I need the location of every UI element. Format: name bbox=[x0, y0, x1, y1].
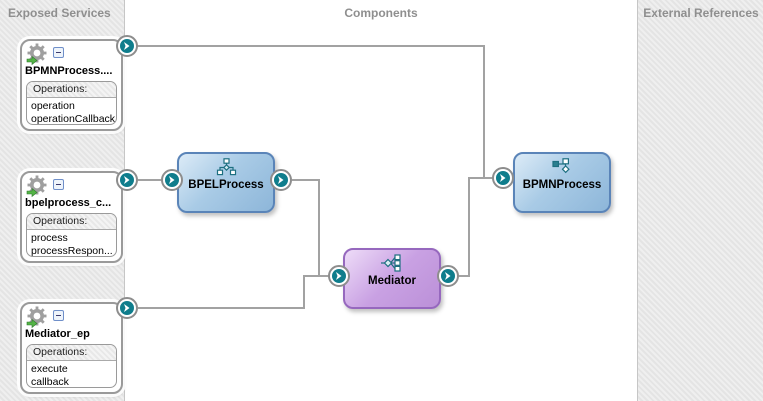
wire-service1-to-bpmn[interactable] bbox=[483, 45, 485, 179]
service-bpelprocess-client[interactable]: bpelprocess_c... Operations: process pro… bbox=[20, 171, 123, 263]
operations-label: Operations: bbox=[27, 214, 116, 230]
component-bpmnprocess[interactable]: BPMNProcess bbox=[513, 152, 611, 213]
bpmn-process-flow-icon bbox=[552, 158, 572, 176]
service-bpmnprocess[interactable]: BPMNProcess.... Operations: operation op… bbox=[20, 39, 123, 131]
service-gear-icon bbox=[26, 306, 50, 334]
bpmn-in-connector chevron-right-icon[interactable] bbox=[492, 167, 514, 189]
service-gear-icon bbox=[26, 43, 50, 71]
wire-bpel-to-mediator[interactable] bbox=[318, 179, 320, 277]
service-mediator-ep[interactable]: Mediator_ep Operations: execute callback bbox=[20, 302, 123, 394]
collapse-minus-icon[interactable] bbox=[53, 179, 64, 190]
operation-item[interactable]: operationCallback bbox=[31, 113, 116, 125]
component-label: Mediator bbox=[368, 275, 416, 287]
wire-service1-to-bpmn[interactable] bbox=[134, 45, 485, 47]
operation-item[interactable]: execute bbox=[31, 363, 68, 375]
operations-panel: Operations: process processRespon... bbox=[26, 213, 117, 257]
bpel-in-connector chevron-right-icon[interactable] bbox=[161, 169, 183, 191]
service-title: Mediator_ep bbox=[25, 328, 90, 340]
operation-item[interactable]: operation bbox=[31, 100, 75, 112]
external-references-header: External References bbox=[643, 6, 759, 20]
service-title: BPMNProcess.... bbox=[25, 65, 113, 77]
wire-into-bpmn-in[interactable] bbox=[468, 177, 503, 179]
wire-mediator-to-bpmn[interactable] bbox=[468, 177, 470, 277]
wire-mediator-to-bpmn[interactable] bbox=[459, 275, 470, 277]
bpel-process-tree-icon bbox=[216, 158, 237, 176]
components-header: Components bbox=[344, 6, 418, 20]
wire-bpel-to-mediator[interactable] bbox=[292, 179, 320, 181]
service3-out-connector chevron-right-icon[interactable] bbox=[116, 297, 138, 319]
mediator-in-connector chevron-right-icon[interactable] bbox=[328, 265, 350, 287]
external-references-lane: External References bbox=[637, 0, 763, 401]
wire-service3-to-mediator[interactable] bbox=[303, 275, 305, 309]
service2-out-connector chevron-right-icon[interactable] bbox=[116, 169, 138, 191]
operations-panel: Operations: operation operationCallback bbox=[26, 81, 117, 125]
collapse-minus-icon[interactable] bbox=[53, 47, 64, 58]
operation-item[interactable]: process bbox=[31, 232, 68, 244]
wire-service3-to-mediator[interactable] bbox=[138, 307, 305, 309]
operations-label: Operations: bbox=[27, 82, 116, 98]
service1-out-connector chevron-right-icon[interactable] bbox=[116, 35, 138, 57]
bpel-out-connector chevron-right-icon[interactable] bbox=[270, 169, 292, 191]
wire-service2-to-bpel[interactable] bbox=[138, 179, 162, 181]
wire-into-mediator-in[interactable] bbox=[303, 275, 329, 277]
service-gear-icon bbox=[26, 175, 50, 203]
collapse-minus-icon[interactable] bbox=[53, 310, 64, 321]
operations-label: Operations: bbox=[27, 345, 116, 361]
component-bpelprocess[interactable]: BPELProcess bbox=[177, 152, 275, 213]
exposed-services-header: Exposed Services bbox=[8, 6, 111, 20]
operation-item[interactable]: processRespon... bbox=[31, 245, 113, 257]
component-label: BPMNProcess bbox=[522, 179, 602, 191]
component-mediator[interactable]: Mediator bbox=[343, 248, 441, 309]
operation-item[interactable]: callback bbox=[31, 376, 69, 388]
mediator-routing-icon bbox=[381, 254, 403, 272]
operations-panel: Operations: execute callback bbox=[26, 344, 117, 388]
mediator-out-connector chevron-right-icon[interactable] bbox=[437, 265, 459, 287]
service-title: bpelprocess_c... bbox=[25, 197, 112, 209]
component-label: BPELProcess bbox=[188, 179, 264, 191]
